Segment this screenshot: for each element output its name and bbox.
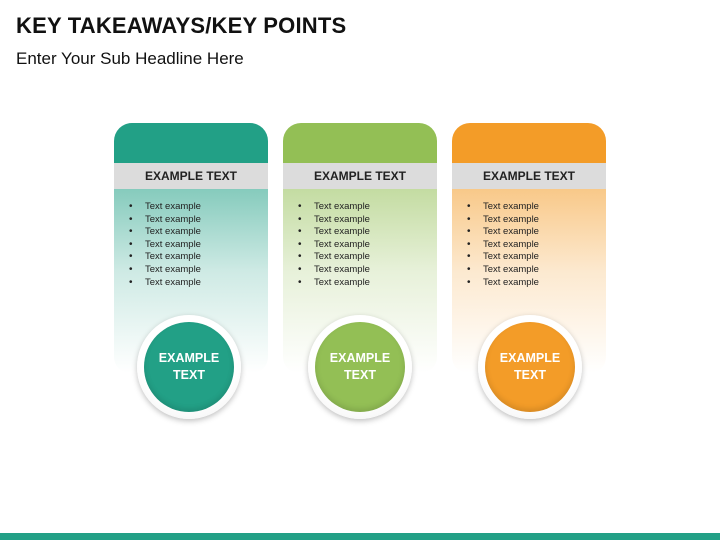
- list-item: Text example: [298, 251, 370, 264]
- list-item: Text example: [298, 277, 370, 290]
- circle-label-line1: EXAMPLE: [499, 351, 561, 365]
- slide-subtitle: Enter Your Sub Headline Here: [16, 49, 244, 68]
- list-item: Text example: [467, 277, 539, 290]
- circle-badge-orange: EXAMPLE TEXT: [478, 315, 582, 419]
- list-item: Text example: [129, 201, 201, 214]
- list-item: Text example: [129, 214, 201, 227]
- circle-badge-inner: EXAMPLE TEXT: [315, 322, 405, 412]
- card-green: EXAMPLE TEXT Text example Text example T…: [283, 123, 437, 373]
- circle-label-line2: TEXT: [344, 368, 376, 382]
- list-item: Text example: [129, 239, 201, 252]
- card-teal: EXAMPLE TEXT Text example Text example T…: [114, 123, 268, 373]
- card-header: EXAMPLE TEXT: [452, 163, 606, 189]
- list-item: Text example: [298, 239, 370, 252]
- list-item: Text example: [467, 239, 539, 252]
- circle-badge-inner: EXAMPLE TEXT: [485, 322, 575, 412]
- bullet-list: Text example Text example Text example T…: [129, 201, 201, 289]
- list-item: Text example: [129, 264, 201, 277]
- circle-label-line1: EXAMPLE: [329, 351, 391, 365]
- card-header: EXAMPLE TEXT: [283, 163, 437, 189]
- list-item: Text example: [467, 214, 539, 227]
- list-item: Text example: [298, 214, 370, 227]
- list-item: Text example: [298, 226, 370, 239]
- card-top-cap: [452, 123, 606, 167]
- list-item: Text example: [298, 264, 370, 277]
- card-header: EXAMPLE TEXT: [114, 163, 268, 189]
- list-item: Text example: [467, 201, 539, 214]
- list-item: Text example: [467, 226, 539, 239]
- footer-accent-bar: [0, 533, 720, 540]
- list-item: Text example: [129, 226, 201, 239]
- bullet-list: Text example Text example Text example T…: [298, 201, 370, 289]
- list-item: Text example: [129, 277, 201, 290]
- circle-badge-green: EXAMPLE TEXT: [308, 315, 412, 419]
- circle-label-line2: TEXT: [173, 368, 205, 382]
- card-top-cap: [114, 123, 268, 167]
- bullet-list: Text example Text example Text example T…: [467, 201, 539, 289]
- circle-label-line1: EXAMPLE: [158, 351, 220, 365]
- slide-title: KEY TAKEAWAYS/KEY POINTS: [16, 13, 347, 38]
- card-top-cap: [283, 123, 437, 167]
- circle-badge-teal: EXAMPLE TEXT: [137, 315, 241, 419]
- list-item: Text example: [467, 264, 539, 277]
- list-item: Text example: [129, 251, 201, 264]
- circle-badge-inner: EXAMPLE TEXT: [144, 322, 234, 412]
- list-item: Text example: [467, 251, 539, 264]
- circle-label-line2: TEXT: [514, 368, 546, 382]
- list-item: Text example: [298, 201, 370, 214]
